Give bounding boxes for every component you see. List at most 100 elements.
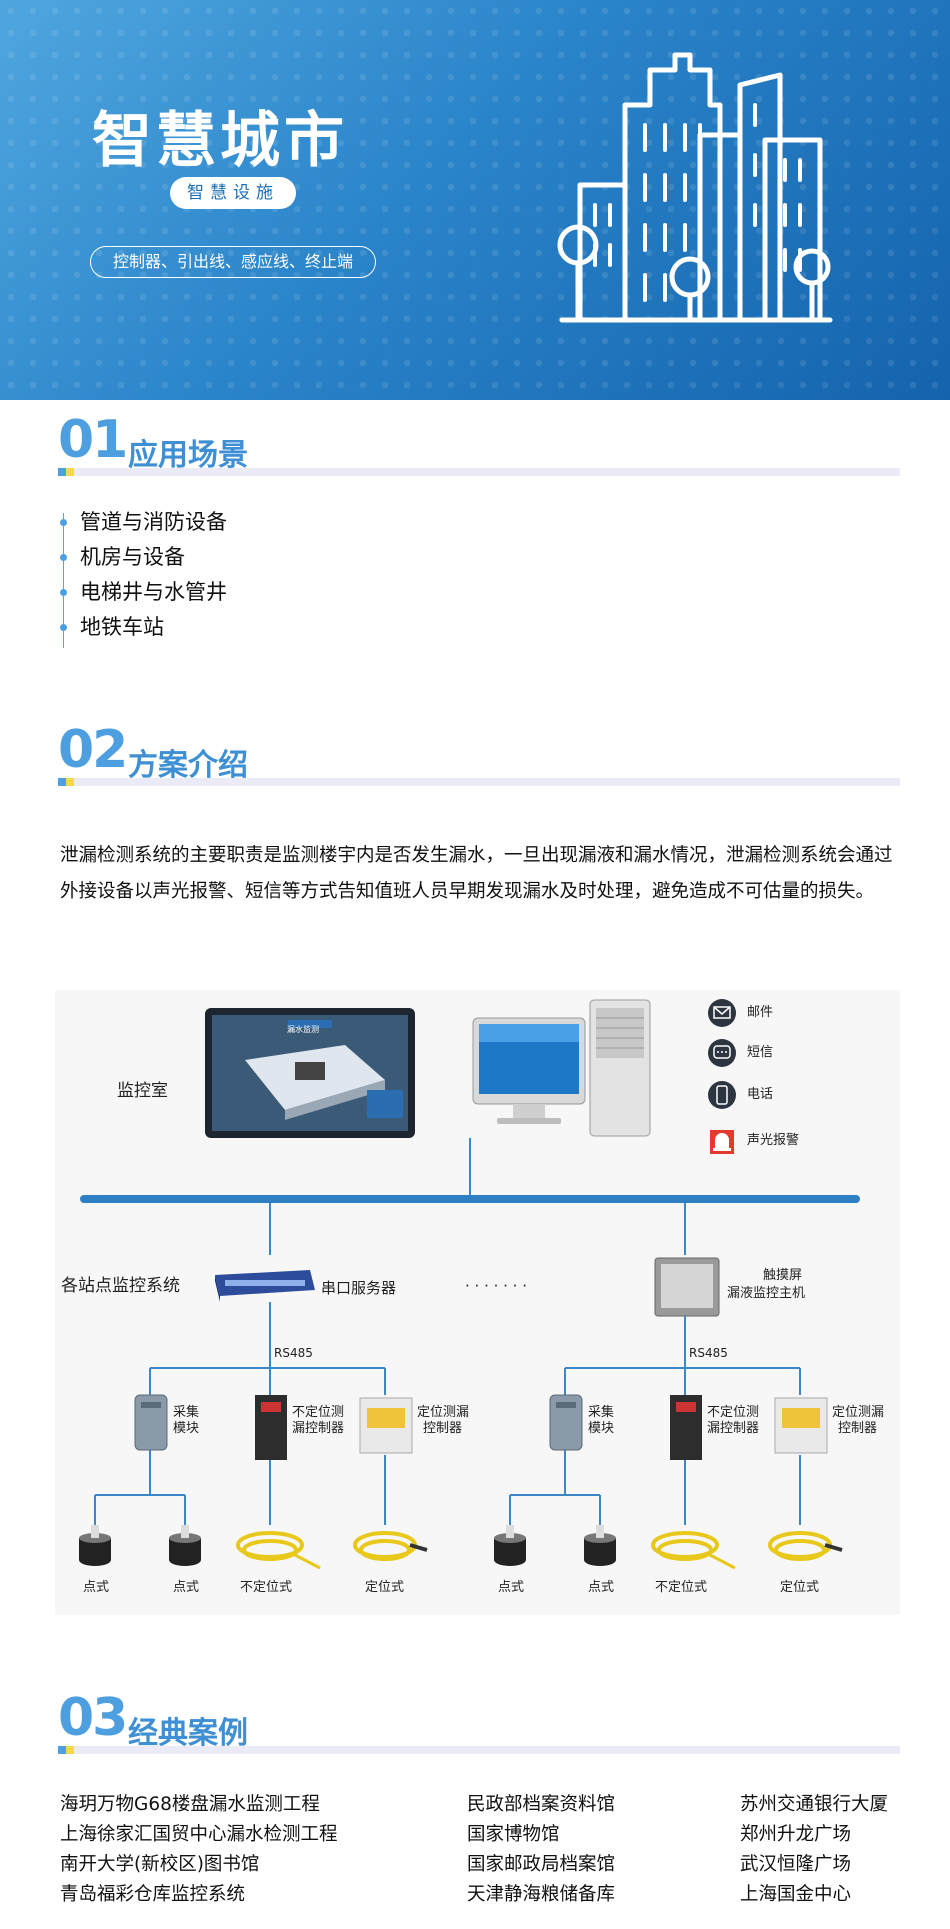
spot-sensor-icon (169, 1525, 201, 1566)
case-column-1: 海玥万物G68楼盘漏水监测工程 上海徐家汇国贸中心漏水检测工程 南开大学(新校区… (60, 1790, 338, 1910)
nonlocating-controller-icon (255, 1395, 287, 1460)
hero-banner: 智慧城市 智慧设施 控制器、引出线、感应线、终止端 (0, 0, 950, 400)
module-label: 采集 (173, 1405, 200, 1420)
leak-host-label: 漏液监控主机 (727, 1286, 806, 1301)
locating-ctrl-label: 控制器 (423, 1421, 463, 1436)
acquisition-module-icon (549, 1394, 583, 1451)
monitor-room-screen-icon (205, 1008, 415, 1138)
section-divider (58, 468, 900, 476)
section-title: 应用场景 (128, 438, 248, 473)
section-header-solution: 02 方案介绍 (58, 720, 900, 790)
list-item: 南开大学(新校区)图书馆 (60, 1854, 260, 1875)
banner-title: 智慧城市 (92, 106, 348, 176)
timeline-line (63, 513, 64, 648)
nonlocating-ctrl-label: 不定位测 (707, 1405, 760, 1420)
city-buildings-icon (557, 52, 833, 323)
list-item: 管道与消防设备 (60, 505, 460, 540)
alert-sms-label: 短信 (747, 1045, 774, 1060)
sensor-label: 点式 (83, 1580, 110, 1595)
case-column-2: 民政部档案资料馆 国家博物馆 国家邮政局档案馆 天津静海粮储备库 (467, 1790, 615, 1910)
serial-server-icon (215, 1270, 315, 1302)
list-item: 海玥万物G68楼盘漏水监测工程 (60, 1794, 320, 1815)
touchscreen-host-icon (654, 1257, 720, 1317)
locating-ctrl-label: 控制器 (838, 1421, 878, 1436)
spot-sensor-icon (79, 1525, 111, 1566)
locating-controller-icon (359, 1397, 413, 1454)
list-item: 青岛福彩仓库监控系统 (60, 1884, 246, 1905)
section-title: 方案介绍 (128, 748, 248, 783)
banner-tags: 控制器、引出线、感应线、终止端 (90, 246, 376, 278)
sensor-label: 定位式 (365, 1580, 405, 1595)
rs485-label: RS485 (689, 1346, 728, 1360)
scenario-list: 管道与消防设备 机房与设备 电梯井与水管井 地铁车站 (60, 505, 460, 648)
alert-alarm-label: 声光报警 (747, 1133, 800, 1148)
diagram-graphics (79, 999, 860, 1570)
monitor-room-label: 监控室 (117, 1081, 168, 1101)
list-item: 电梯井与水管井 (60, 575, 460, 610)
section-title: 经典案例 (128, 1716, 248, 1751)
nonlocating-ctrl-label: 漏控制器 (292, 1421, 345, 1436)
bullet-dot-icon (60, 519, 67, 526)
locating-controller-icon (774, 1397, 828, 1454)
sensor-label: 不定位式 (655, 1580, 708, 1595)
spot-sensor-icon (584, 1525, 616, 1566)
bullet-dot-icon (60, 589, 67, 596)
case-column-3: 苏州交通银行大厦 郑州升龙广场 武汉恒隆广场 上海国金中心 (740, 1790, 888, 1910)
sensor-label: 不定位式 (240, 1580, 293, 1595)
serial-server-label: 串口服务器 (321, 1279, 397, 1297)
system-diagram: 监控室 漏水监测 邮件 短信 电话 声光报警 各站点监控系统 串口服务器 · ·… (55, 990, 900, 1615)
list-item: 上海国金中心 (740, 1884, 852, 1905)
list-item: 民政部档案资料馆 (467, 1794, 616, 1815)
nonlocating-ctrl-label: 不定位测 (292, 1405, 345, 1420)
rs485-label: RS485 (274, 1346, 313, 1360)
module-label: 采集 (588, 1405, 615, 1420)
banner-subtitle-pill: 智慧设施 (170, 177, 296, 209)
section-number: 03 (58, 1688, 128, 1748)
station-system-label: 各站点监控系统 (61, 1276, 180, 1296)
acquisition-module-icon (134, 1394, 168, 1451)
bullet-dot-icon (60, 624, 67, 631)
touchscreen-label: 触摸屏 (762, 1268, 802, 1283)
section-divider (58, 778, 900, 786)
sensor-label: 点式 (173, 1580, 200, 1595)
list-item: 郑州升龙广场 (740, 1824, 852, 1845)
module-label: 模块 (588, 1421, 615, 1436)
alarm-light-icon (710, 1130, 734, 1154)
module-label: 模块 (173, 1421, 200, 1436)
section-divider (58, 1746, 900, 1754)
ellipsis-separator: · · · · · · · (465, 1277, 527, 1295)
solution-paragraph: 泄漏检测系统的主要职责是监测楼宇内是否发生漏水，一旦出现漏液和漏水情况，泄漏检测… (60, 845, 893, 902)
locating-ctrl-label: 定位测漏 (417, 1405, 470, 1420)
section-number: 02 (58, 720, 128, 780)
screen-caption: 漏水监测 (287, 1025, 319, 1034)
list-item: 机房与设备 (60, 540, 460, 575)
computer-icon (472, 999, 651, 1137)
sensing-cable-icon (768, 1531, 843, 1561)
section-number: 01 (58, 410, 128, 470)
list-item: 苏州交通银行大厦 (740, 1794, 889, 1815)
sensor-label: 点式 (498, 1580, 525, 1595)
alert-phone-label: 电话 (747, 1087, 774, 1102)
bullet-dot-icon (60, 554, 67, 561)
list-item: 武汉恒隆广场 (740, 1854, 852, 1875)
alert-mail-label: 邮件 (747, 1005, 774, 1020)
mail-icon (708, 999, 736, 1027)
nonlocating-ctrl-label: 漏控制器 (707, 1421, 760, 1436)
sensing-cable-icon (651, 1531, 736, 1570)
list-item: 地铁车站 (60, 610, 460, 645)
locating-ctrl-label: 定位测漏 (832, 1405, 885, 1420)
section-header-cases: 03 经典案例 (58, 1688, 900, 1758)
list-item: 国家博物馆 (467, 1824, 560, 1845)
sensor-label: 点式 (588, 1580, 615, 1595)
phone-icon (708, 1081, 736, 1109)
list-item: 上海徐家汇国贸中心漏水检测工程 (60, 1824, 338, 1845)
sms-icon (708, 1039, 736, 1067)
sensor-label: 定位式 (780, 1580, 820, 1595)
section-header-scenarios: 01 应用场景 (58, 410, 900, 480)
list-item: 国家邮政局档案馆 (467, 1854, 616, 1875)
sensing-cable-icon (236, 1531, 321, 1570)
spot-sensor-icon (494, 1525, 526, 1566)
sensing-cable-icon (353, 1531, 428, 1561)
dot-pattern (0, 0, 950, 400)
nonlocating-controller-icon (670, 1395, 702, 1460)
